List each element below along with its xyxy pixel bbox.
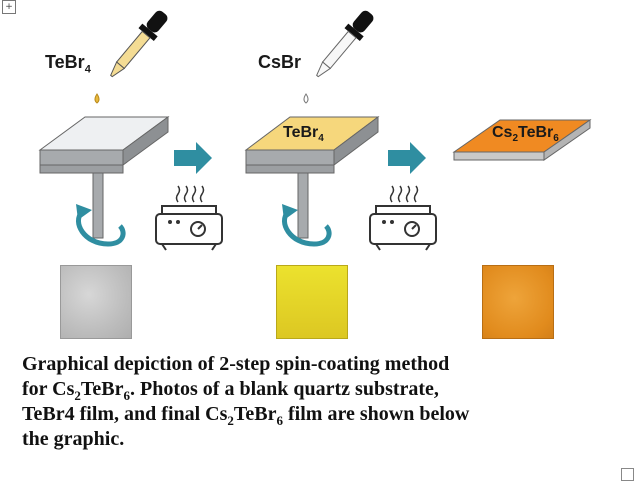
- film-label-cs2tebr6: Cs2TeBr6: [492, 124, 559, 145]
- hotplate-icon: [155, 205, 223, 251]
- caption-line-4: the graphic.: [22, 428, 125, 450]
- caption-line-1: Graphical depiction of 2-step spin-coati…: [22, 353, 450, 375]
- caption-line-2: for Cs2TeBr6. Photos of a blank quartz s…: [22, 378, 439, 403]
- reagent-label-csbr: CsBr: [258, 52, 302, 72]
- step-arrow-icon: [388, 142, 426, 174]
- figure-caption: Graphical depiction of 2-step spin-coati…: [22, 352, 622, 452]
- photo-blank-quartz-substrate: [60, 265, 132, 339]
- heat-waves-icon: [175, 185, 205, 203]
- droplet-icon: [303, 93, 309, 104]
- heat-waves-icon: [389, 185, 419, 203]
- rotation-arrow-icon: [75, 204, 126, 247]
- tebr4-coated-substrate: [244, 116, 380, 239]
- corner-anchor-icon: +: [2, 0, 16, 14]
- process-diagram: [38, 10, 592, 251]
- reagent-label-tebr4: TeBr4: [45, 52, 91, 76]
- paragraph-end-marker: [621, 468, 634, 481]
- photo-tebr4-film: [276, 265, 348, 339]
- step-arrow-icon: [174, 142, 212, 174]
- blank-substrate: [38, 116, 170, 239]
- hotplate-icon: [369, 205, 437, 251]
- droplet-icon: [94, 93, 100, 104]
- dropper-icon: [110, 10, 168, 78]
- rotation-arrow-icon: [281, 204, 332, 247]
- cs2tebr6-film-substrate: [452, 119, 592, 161]
- photo-cs2tebr6-film: [482, 265, 554, 339]
- dropper-icon: [316, 10, 374, 78]
- caption-line-3: TeBr4 film, and final Cs2TeBr6 film are …: [22, 403, 470, 428]
- film-label-tebr4: TeBr4: [283, 124, 324, 145]
